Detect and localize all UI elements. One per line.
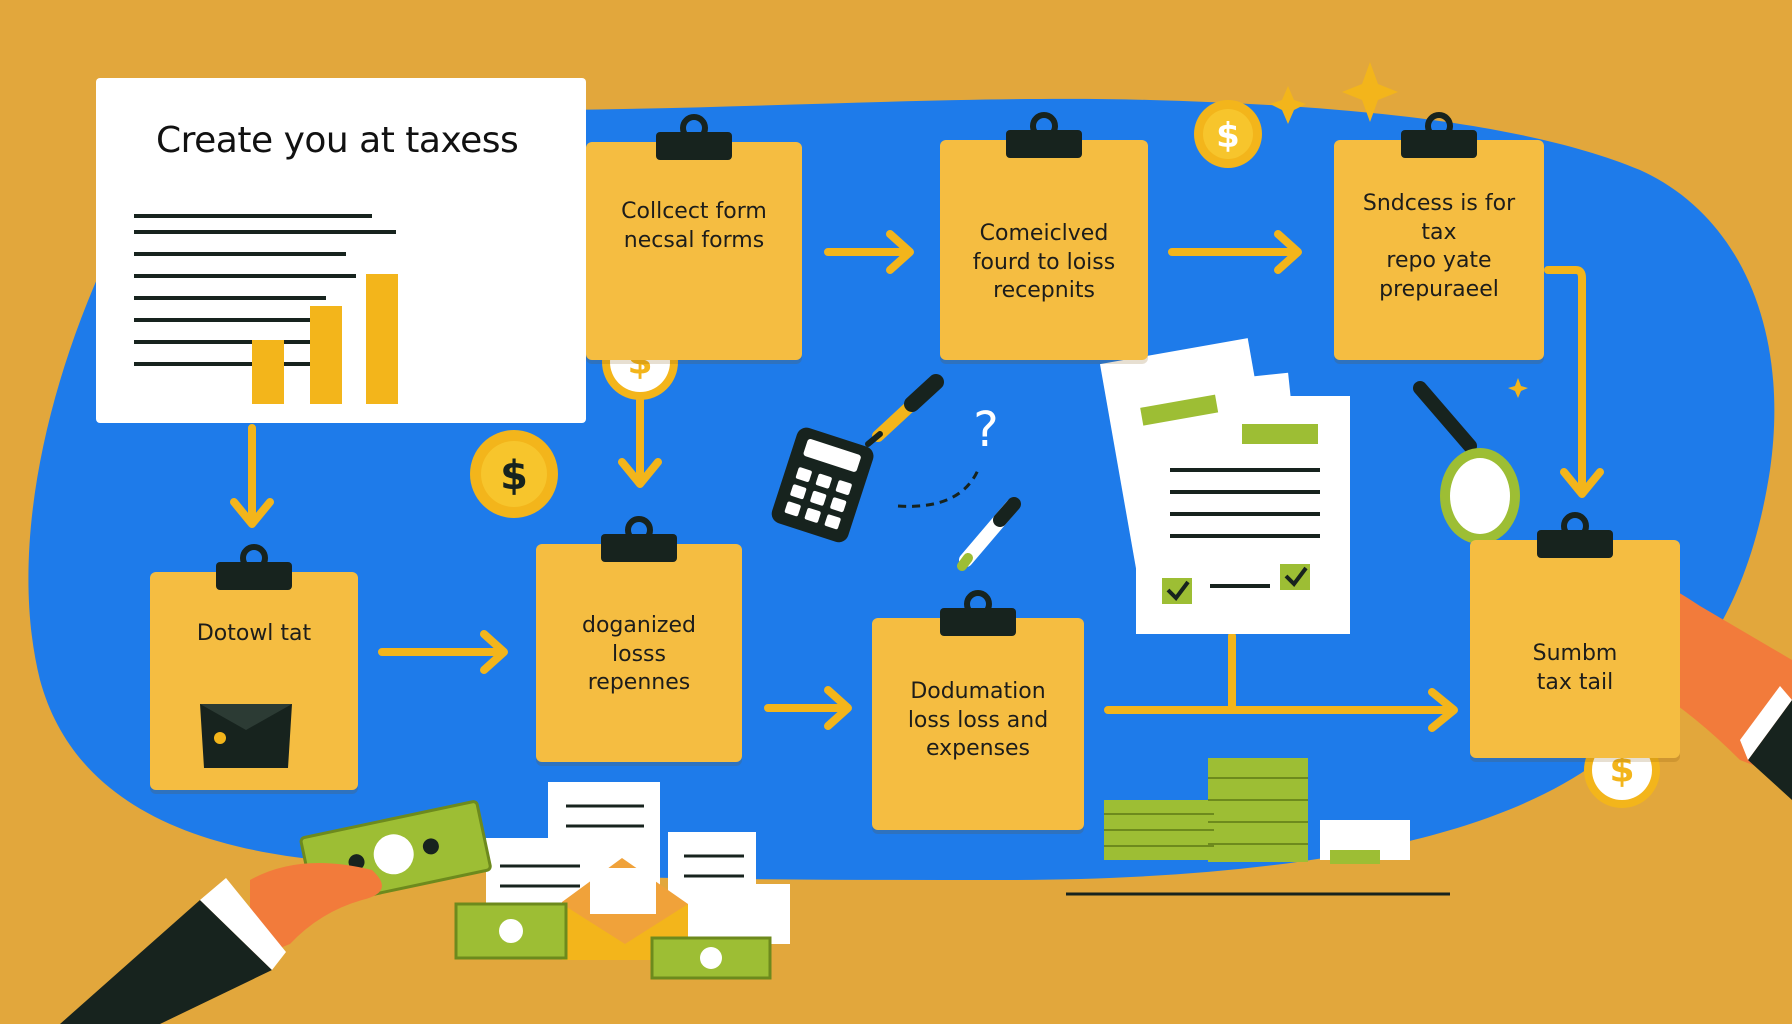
binder-clip-icon	[1401, 112, 1477, 158]
question-mark-icon: ?	[973, 402, 998, 458]
step-label: Sndcess is for tax repo yate prepuraeel	[1344, 190, 1534, 304]
binder-clip-icon	[216, 544, 292, 590]
hand-holding-cash-icon	[60, 800, 492, 1024]
sparkle-icons	[1270, 62, 1528, 398]
cash-bill-icon	[454, 902, 772, 980]
step-receipts[interactable]: Comeiclved fourd to loiss recepnits	[940, 112, 1148, 360]
label-line: repennes	[587, 670, 691, 696]
dollar-coin-icon	[1194, 100, 1262, 168]
label-line: Collcect form	[621, 199, 767, 224]
arrow-organized-to-documentation	[764, 686, 852, 730]
label-line: Sndcess is for	[1362, 191, 1516, 216]
arrows	[230, 230, 1604, 732]
arrow-download-to-organized	[378, 630, 508, 674]
label-line: necsal forms	[623, 227, 765, 253]
binder-clip-icon	[1537, 512, 1613, 558]
label-line: repo yate	[1386, 248, 1492, 274]
arrow-collect-down	[618, 396, 662, 488]
label-line: doganized	[582, 613, 696, 638]
pen-icon	[865, 374, 944, 447]
step-submit[interactable]: Sumbm tax tail	[1470, 512, 1680, 758]
sparkle-icon	[1270, 86, 1306, 124]
binder-clip-icon	[940, 590, 1016, 636]
step-label: Dotowl tat	[160, 620, 348, 649]
step-collect-forms[interactable]: Collcect form necsal forms	[586, 114, 802, 360]
pencil-icon	[957, 497, 1021, 571]
step-label: Dodumation loss loss and expenses	[882, 678, 1074, 764]
label-line: Comeiclved	[979, 221, 1109, 246]
sparkle-icon	[1508, 378, 1528, 398]
label-line: expenses	[925, 736, 1031, 762]
dollar-sign: $	[500, 453, 528, 499]
wallet-icon	[200, 704, 292, 768]
arrow-collect-to-receipts	[824, 230, 914, 274]
label-line: Dotowl tat	[196, 621, 312, 646]
intro-note: Create you at taxess	[96, 78, 586, 423]
step-label: Comeiclved fourd to loiss recepnits	[950, 220, 1138, 306]
label-line: fourd to loiss	[972, 249, 1116, 275]
label-line: prepuraeel	[1379, 276, 1499, 302]
cash-stack-icon	[1066, 758, 1450, 896]
label-line: loss loss and	[907, 707, 1049, 733]
label-line: Sumbm	[1532, 641, 1618, 666]
step-organized[interactable]: doganized losss repennes	[536, 516, 742, 762]
sparkle-icon	[1342, 62, 1398, 122]
arrow-success-to-submit	[1544, 266, 1604, 498]
binder-clip-icon	[656, 114, 732, 160]
binder-clip-icon	[1006, 112, 1082, 158]
step-label: Collcect form necsal forms	[596, 198, 792, 255]
calculator-icon	[771, 427, 874, 543]
arrow-receipts-to-success	[1168, 230, 1302, 274]
label-line: tax tail	[1536, 669, 1614, 695]
magnifier-icon	[1413, 381, 1520, 544]
step-documentation[interactable]: Dodumation loss loss and expenses	[872, 590, 1084, 830]
step-label: doganized losss repennes	[546, 612, 732, 698]
note-bar-chart-icon	[134, 108, 586, 404]
binder-clip-icon	[601, 516, 677, 562]
step-download[interactable]: Dotowl tat	[150, 544, 358, 790]
step-label: Sumbm tax tail	[1480, 640, 1670, 697]
page-title: Create you at taxess	[156, 120, 519, 161]
dollar-sign: $	[1216, 116, 1240, 156]
dollar-coin-icon	[470, 430, 558, 518]
arrow-documentation-to-submit	[1104, 688, 1458, 732]
label-line: tax	[1421, 219, 1457, 245]
document-stack-icon	[1099, 338, 1350, 634]
label-line: recepnits	[993, 278, 1095, 304]
label-line: Dodumation	[910, 679, 1046, 704]
dashed-path	[897, 469, 980, 508]
label-line: losss	[612, 641, 666, 667]
step-success[interactable]: Sndcess is for tax repo yate prepuraeel	[1334, 112, 1544, 360]
arrow-note-down	[230, 424, 274, 528]
